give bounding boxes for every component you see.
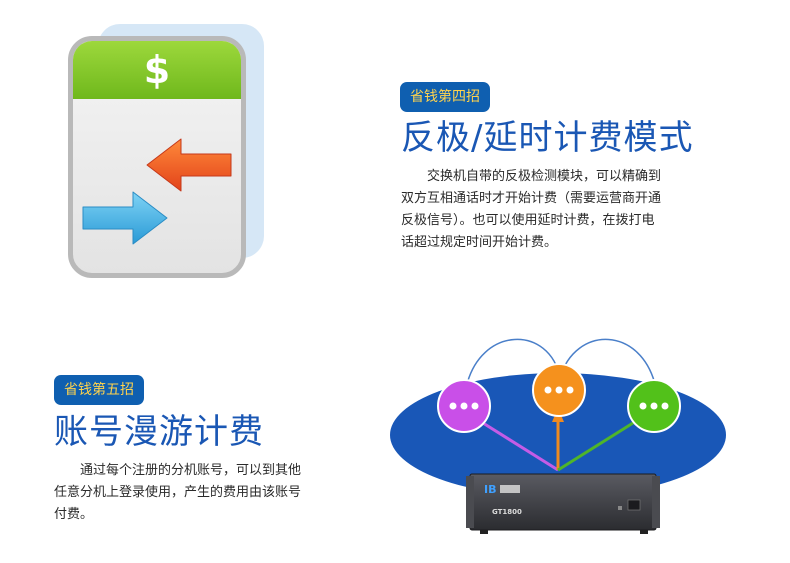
device-brand-logo: IB: [484, 483, 496, 496]
device-model-label: GT1800: [492, 508, 522, 516]
roaming-network-diagram: IB GT1800: [390, 338, 726, 534]
section-title-account-roaming: 账号漫游计费: [54, 412, 264, 452]
billing-icon: $: [68, 36, 246, 278]
node-green: [627, 379, 681, 433]
section-title-reverse-polarity: 反极/延时计费模式: [401, 118, 694, 158]
node-purple: [437, 379, 491, 433]
arrow-right-blue: [82, 191, 168, 245]
desc-line: 付费。: [54, 507, 94, 522]
section-desc-account-roaming: 通过每个注册的分机账号，可以到其他 任意分机上登录使用，产生的费用由该账号 付费…: [54, 460, 354, 526]
desc-line: 交换机自带的反极检测模块，可以精确到: [401, 169, 662, 184]
dollar-icon: $: [143, 48, 171, 92]
pbx-device: IB GT1800: [466, 473, 660, 534]
tip-badge-5: 省钱第五招: [54, 375, 144, 405]
section-desc-reverse-polarity: 交换机自带的反极检测模块，可以精确到 双方互相通话时才开始计费（需要运营商开通 …: [401, 166, 711, 254]
link-arc-left: [465, 338, 561, 389]
link-arc-right: [559, 338, 657, 389]
desc-line: 反极信号）。也可以使用延时计费，在拨打电: [401, 213, 655, 228]
desc-line: 双方互相通话时才开始计费（需要运营商开通: [401, 191, 662, 206]
desc-line: 通过每个注册的分机账号，可以到其他: [54, 463, 302, 478]
exchange-arrows-icon: [82, 138, 232, 245]
tip-badge-4: 省钱第四招: [400, 82, 490, 112]
arrow-left-orange: [146, 138, 232, 192]
desc-line: 任意分机上登录使用，产生的费用由该账号: [54, 485, 302, 500]
desc-line: 话超过规定时间开始计费。: [401, 235, 558, 250]
icon-green-band: $: [73, 41, 241, 99]
node-orange: [532, 363, 586, 417]
